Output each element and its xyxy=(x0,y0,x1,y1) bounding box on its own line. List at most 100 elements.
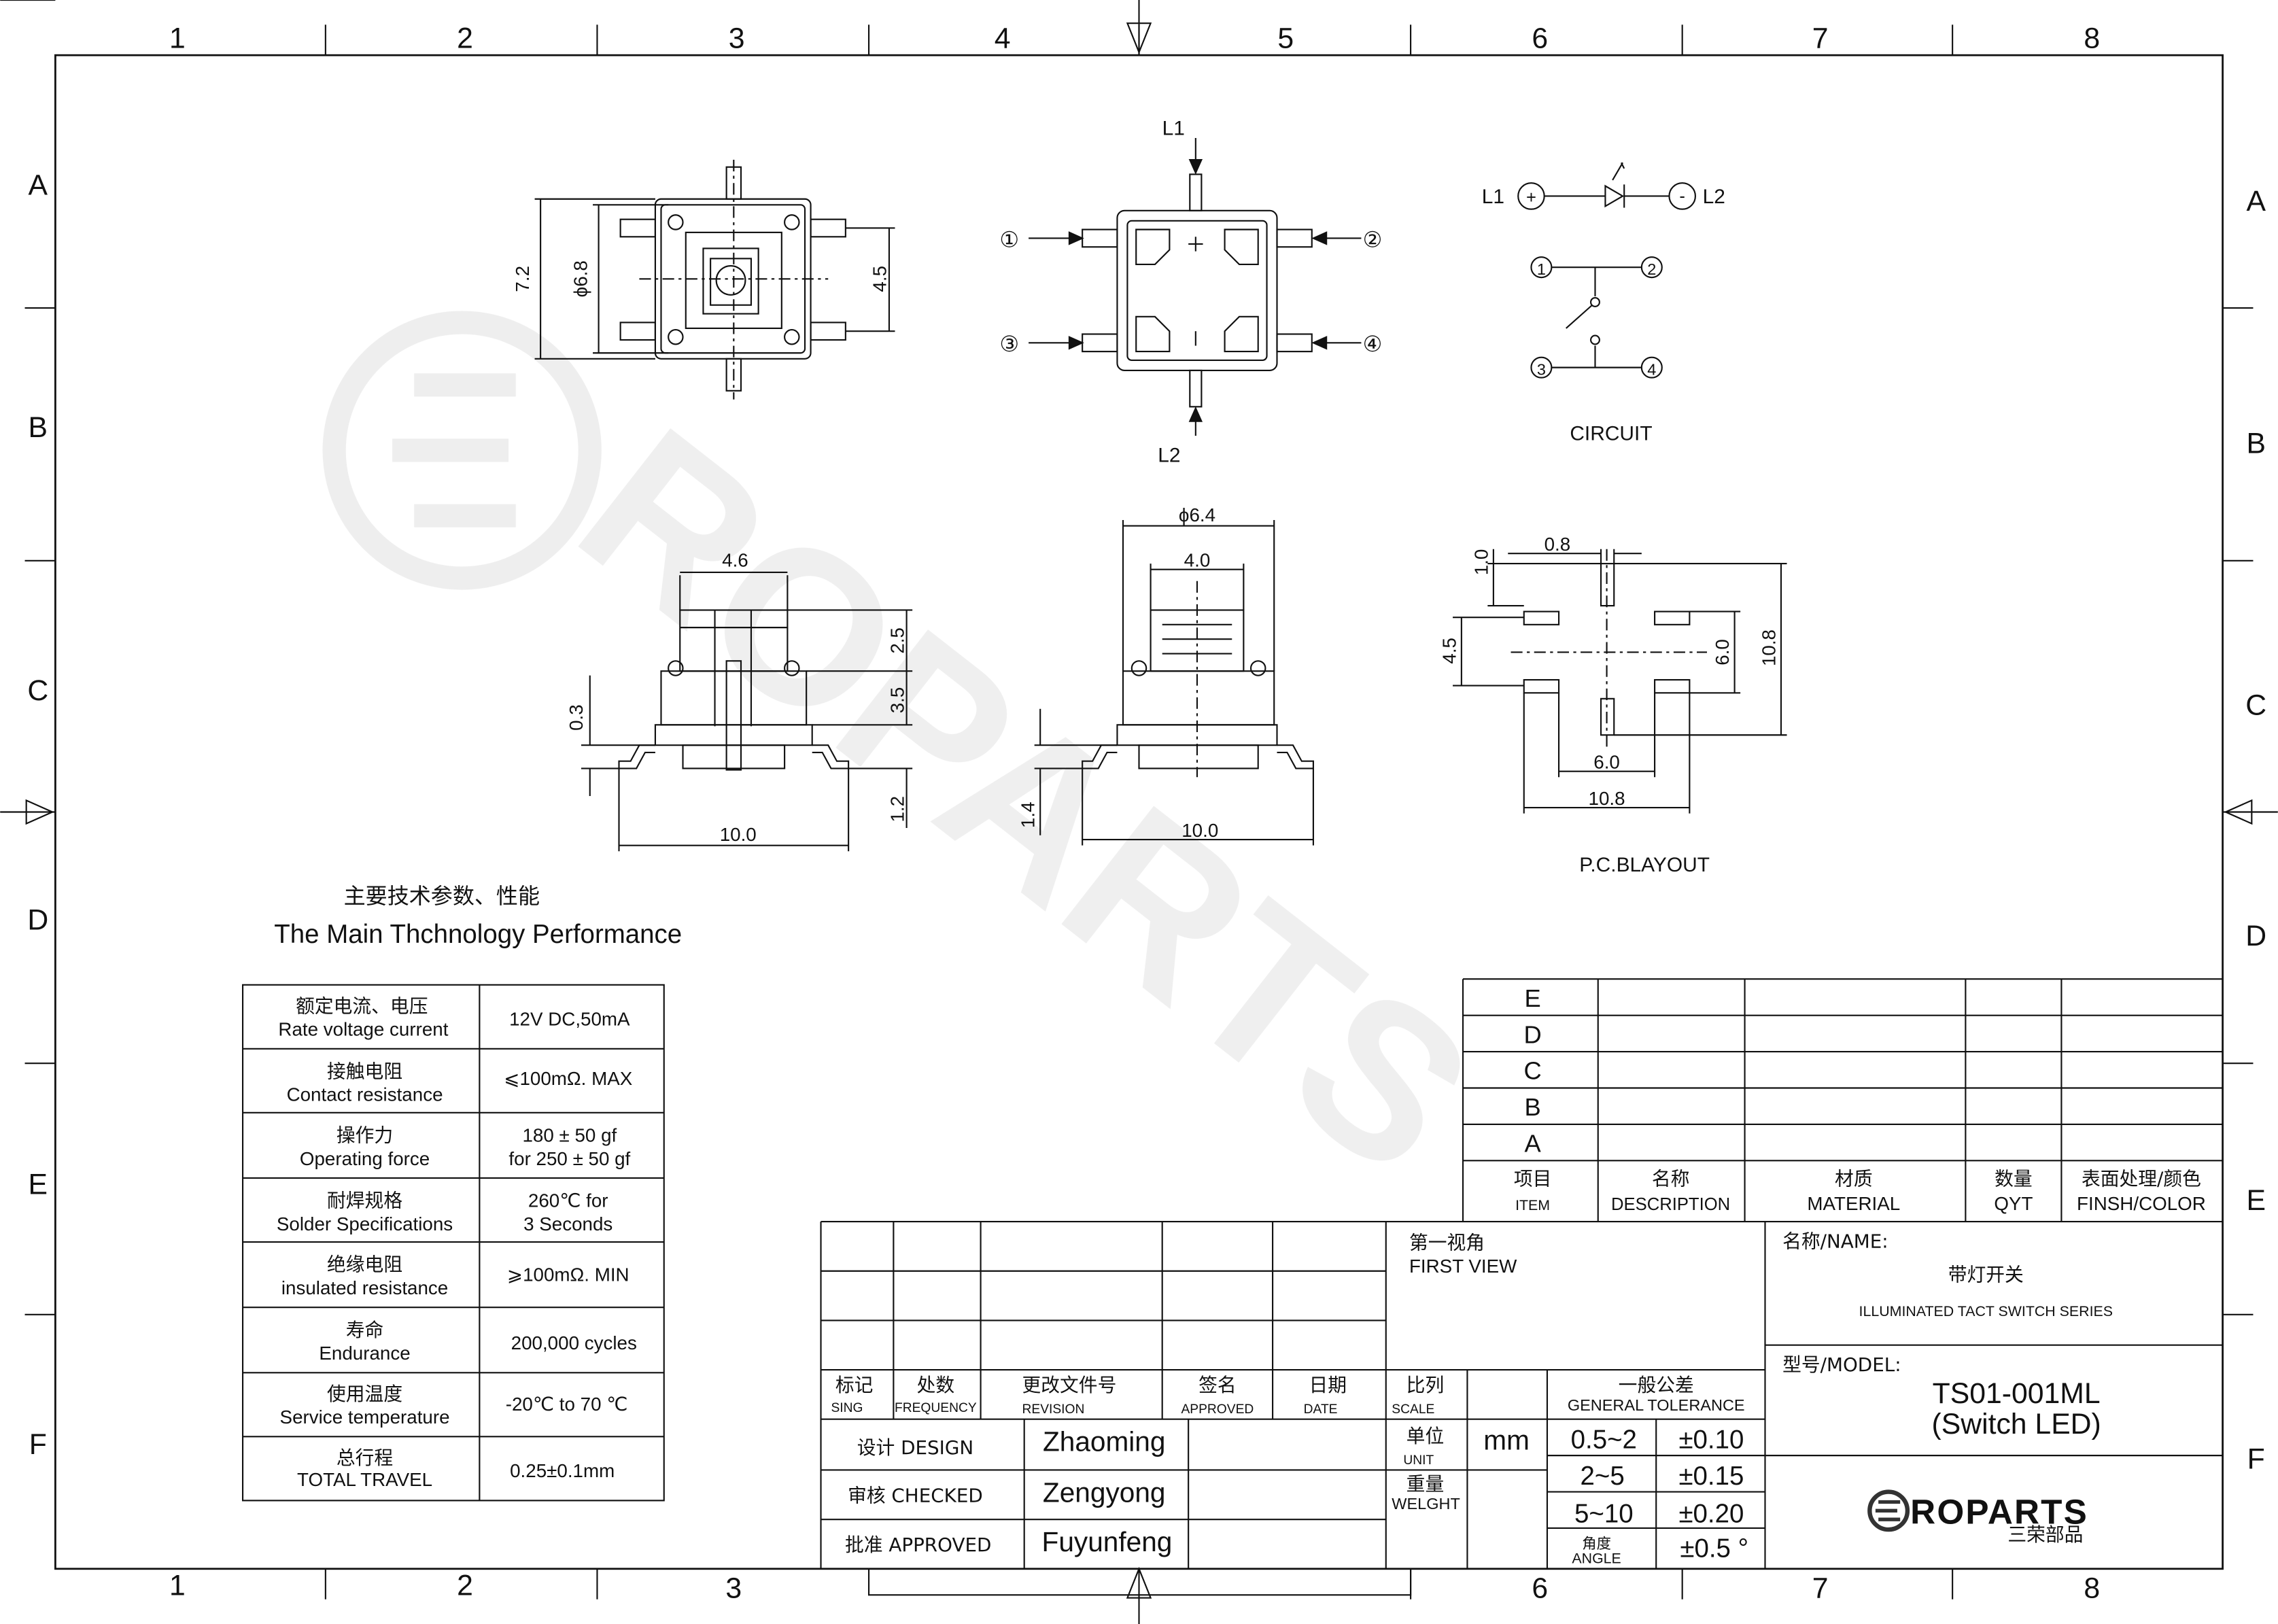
rev-header-date-en: DATE xyxy=(1304,1402,1338,1417)
bom-row-e: E xyxy=(1524,984,1540,1012)
bom-row-c: C xyxy=(1523,1057,1541,1085)
row-label-e-right: E xyxy=(2246,1184,2266,1217)
bom-header-item-en: ITEM xyxy=(1515,1197,1550,1213)
dim-phi-6-8: ϕ6.8 xyxy=(570,260,591,297)
tolerance-range-2: 2~5 xyxy=(1581,1462,1625,1491)
col-label-5: 5 xyxy=(1277,22,1294,55)
unit-value: mm xyxy=(1483,1425,1530,1456)
bom-header-finish-cn: 表面处理/颜色 xyxy=(2082,1168,2201,1190)
dim-4-0: 4.0 xyxy=(1184,549,1211,570)
weight-en: WELGHT xyxy=(1392,1495,1460,1513)
pcb-dim-6-0: 6.0 xyxy=(1593,751,1620,772)
dim-10-0-left: 10.0 xyxy=(720,824,757,845)
dim-10-0-right: 10.0 xyxy=(1181,820,1218,841)
title-block: 标记 SING 处数 FREQUENCY 更改文件号 REVISION 签名 A… xyxy=(820,1221,2224,1569)
rev-header-revision-en: REVISION xyxy=(1022,1402,1085,1417)
spec-row-8-en: TOTAL TRAVEL xyxy=(297,1469,432,1490)
top-view xyxy=(534,160,895,400)
row-label-b: B xyxy=(29,411,48,444)
circuit-diagram xyxy=(1517,162,1696,379)
product-name-cn: 带灯开关 xyxy=(1948,1264,2024,1286)
col-label-8: 8 xyxy=(2084,22,2100,55)
pcb-dim-0-8: 0.8 xyxy=(1544,534,1571,555)
scale-cn: 比列 xyxy=(1407,1374,1445,1396)
col-label-7-bottom: 7 xyxy=(1812,1572,1829,1605)
rev-header-sing-en: SING xyxy=(831,1401,863,1415)
parts-list: E D C B A 项目 ITEM 名称 DESCRIPTION 材质 MATE… xyxy=(1462,978,2223,1222)
spec-row-6-cn: 寿命 xyxy=(346,1319,384,1341)
tolerance-value-2: ±0.15 xyxy=(1678,1462,1744,1491)
spec-row-6-en: Endurance xyxy=(319,1343,410,1364)
svg-text:ROPARTS: ROPARTS xyxy=(538,382,1515,1220)
rev-header-approved-cn: 签名 xyxy=(1198,1374,1237,1396)
tolerance-en: GENERAL TOLERANCE xyxy=(1568,1396,1745,1414)
col-label-1: 1 xyxy=(169,22,186,55)
spec-title-en: The Main Thchnology Performance xyxy=(274,920,682,949)
spec-row-1-value: 12V DC,50mA xyxy=(509,1009,630,1030)
row-label-c: C xyxy=(27,674,48,707)
circuit-node-3: 3 xyxy=(1537,360,1546,378)
company-logo-cn: 三荣部品 xyxy=(2007,1523,2083,1546)
spec-row-7-cn: 使用温度 xyxy=(327,1383,402,1405)
dim-1-2: 1.2 xyxy=(886,796,908,823)
bom-header-finish-en: FINSH/COLOR xyxy=(2077,1193,2206,1214)
circuit-plus-sign: + xyxy=(1526,188,1536,207)
unit-cn: 单位 xyxy=(1407,1425,1445,1447)
spec-row-3-en: Operating force xyxy=(300,1148,430,1169)
dim-4-5: 4.5 xyxy=(869,266,891,292)
company-logo: ROPARTS 三荣部品 xyxy=(1867,1489,2087,1546)
bom-header-item-cn: 项目 xyxy=(1514,1168,1552,1190)
side-view-right xyxy=(1034,519,1314,846)
terminal-3-label: ③ xyxy=(999,332,1019,356)
spec-row-7-value: -20℃ to 70 ℃ xyxy=(506,1394,628,1415)
rev-header-date-cn: 日期 xyxy=(1309,1374,1347,1396)
pcb-dim-1-0: 1.0 xyxy=(1470,549,1491,576)
circuit-minus-sign: - xyxy=(1679,187,1685,206)
spec-title-cn: 主要技术参数、性能 xyxy=(344,883,540,909)
name-label: 名称/NAME: xyxy=(1782,1230,1888,1253)
dim-phi-6-4: ϕ6.4 xyxy=(1179,504,1215,525)
row-label-e: E xyxy=(29,1168,48,1200)
rev-header-frequency-cn: 处数 xyxy=(917,1374,955,1396)
circuit-node-4: 4 xyxy=(1647,360,1656,378)
bom-row-b: B xyxy=(1524,1093,1540,1121)
spec-row-7-en: Service temperature xyxy=(280,1406,450,1428)
bom-row-a: A xyxy=(1524,1130,1541,1158)
rev-header-revision-cn: 更改文件号 xyxy=(1022,1374,1117,1396)
signature-design-name: Zhaoming xyxy=(1043,1426,1166,1457)
signature-checked-role: 审核 CHECKED xyxy=(848,1485,983,1507)
row-label-f: F xyxy=(29,1428,47,1461)
col-label-2: 2 xyxy=(457,22,473,55)
pin-l1-label: L1 xyxy=(1162,118,1185,140)
dim-1-4: 1.4 xyxy=(1018,801,1039,828)
terminal-2-label: ② xyxy=(1363,227,1383,252)
rev-header-frequency-en: FREQUENCY xyxy=(895,1401,977,1415)
pcb-dim-4-5: 4.5 xyxy=(1438,638,1460,664)
col-label-2-bottom: 2 xyxy=(457,1569,473,1602)
spec-row-1-cn: 额定电流、电压 xyxy=(296,995,428,1017)
row-label-a: A xyxy=(29,169,48,201)
angle-cn: 角度 xyxy=(1582,1536,1611,1553)
signature-approved-name: Fuyunfeng xyxy=(1042,1526,1173,1557)
spec-row-4-value2: 3 Seconds xyxy=(523,1213,612,1234)
col-label-3: 3 xyxy=(729,22,745,55)
bom-header-material-en: MATERIAL xyxy=(1807,1193,1900,1214)
col-label-8-bottom: 8 xyxy=(2084,1572,2100,1605)
spec-row-5-cn: 绝缘电阻 xyxy=(327,1254,402,1276)
col-label-3-bottom: 3 xyxy=(725,1572,742,1605)
model-label: 型号/MODEL: xyxy=(1782,1353,1901,1376)
spec-row-5-value: ⩾100mΩ. MIN xyxy=(507,1264,629,1285)
tolerance-range-1: 0.5~2 xyxy=(1571,1425,1637,1454)
spec-row-8-value: 0.25±0.1mm xyxy=(510,1460,615,1481)
row-label-c-right: C xyxy=(2245,689,2266,721)
dim-0-3: 0.3 xyxy=(566,704,587,731)
col-label-1-bottom: 1 xyxy=(169,1569,186,1602)
spec-row-5-en: insulated resistance xyxy=(281,1277,448,1298)
dim-4-6: 4.6 xyxy=(722,549,748,570)
spec-row-4-cn: 耐焊规格 xyxy=(327,1190,402,1212)
pcb-dim-10-8-vertical: 10.8 xyxy=(1758,629,1779,666)
col-label-6-bottom: 6 xyxy=(1532,1572,1548,1605)
